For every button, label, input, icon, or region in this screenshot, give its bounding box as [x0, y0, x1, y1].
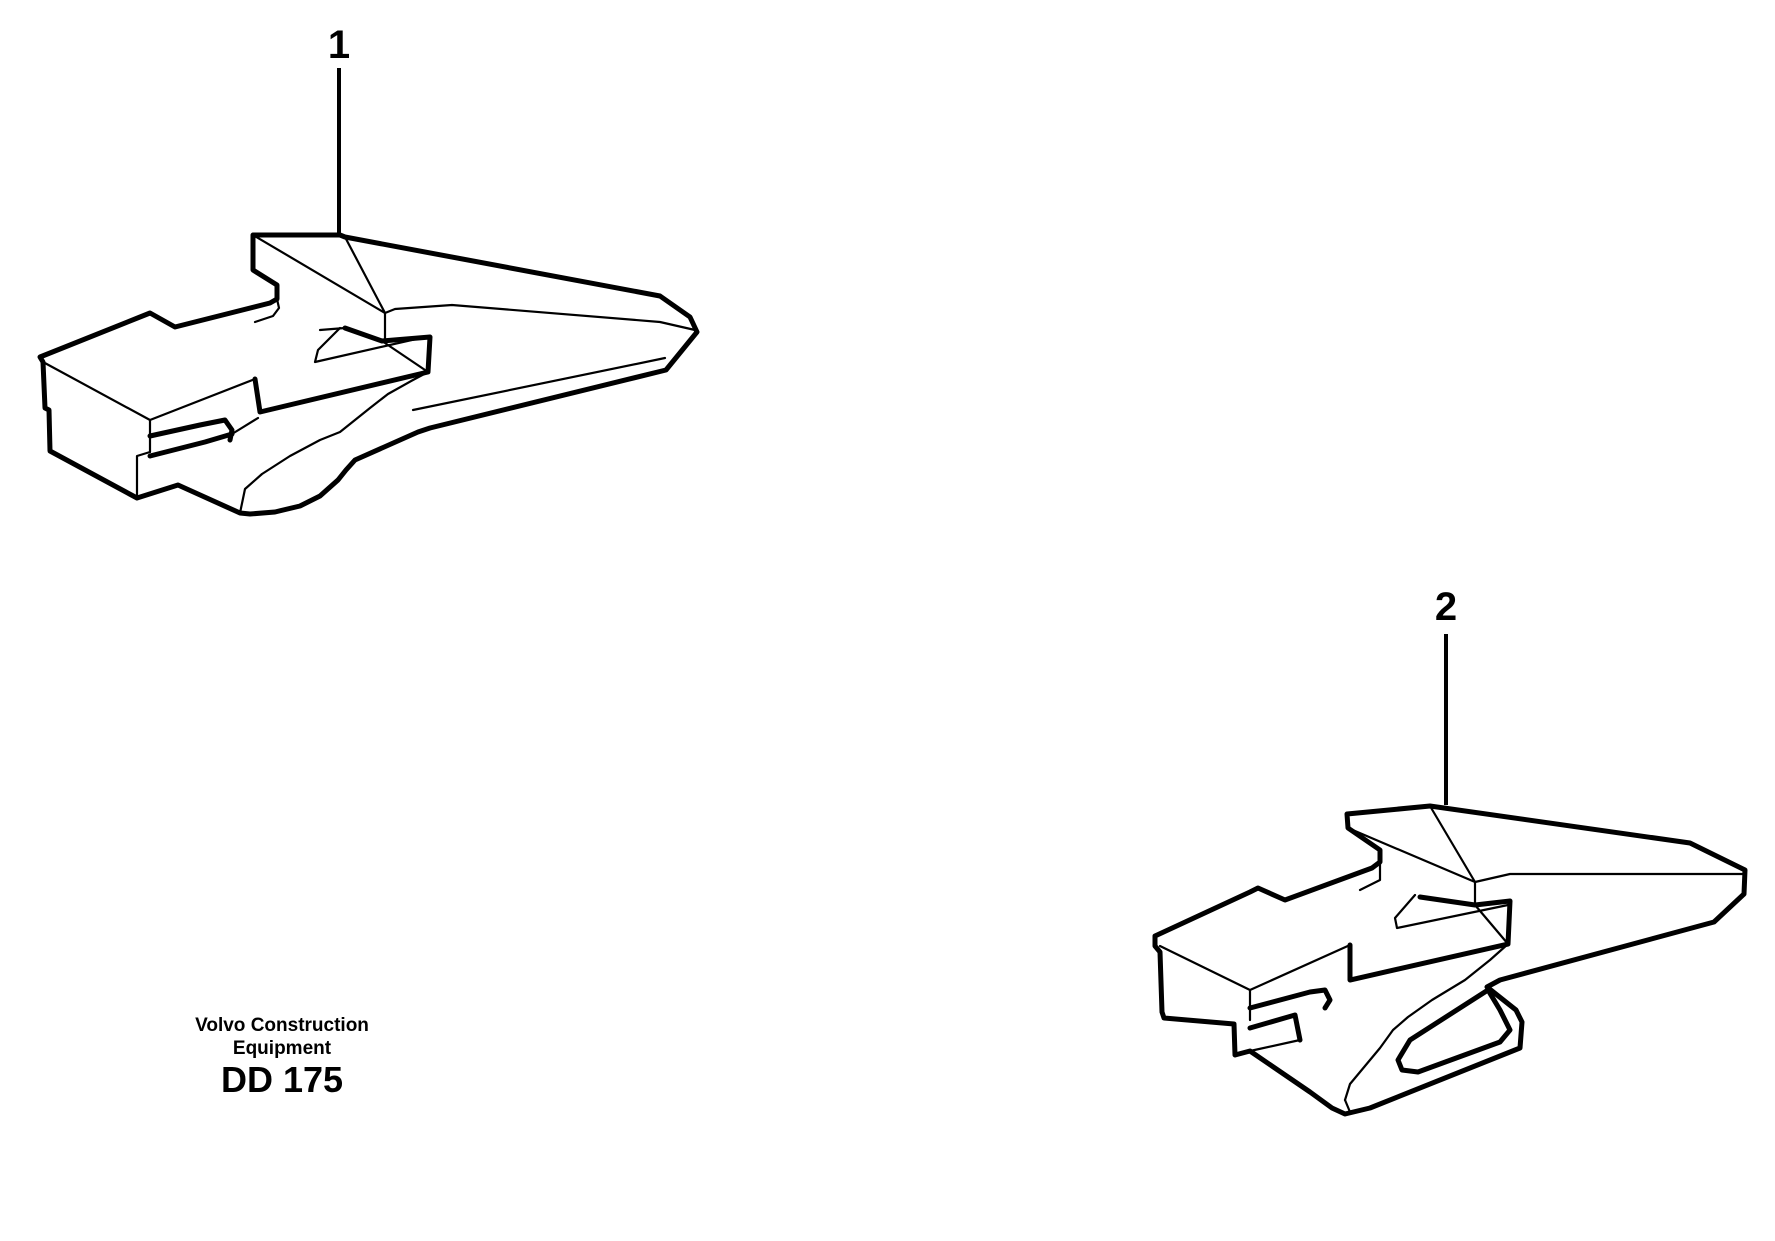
bucket-tooth-adapter-icon [1152, 803, 1748, 1117]
part-1: 1 [37, 23, 700, 517]
drawing-code: DD 175 [221, 1059, 343, 1100]
bucket-tooth-adapter-icon [37, 232, 700, 517]
caption-block: Volvo Construction Equipment DD 175 [195, 1015, 369, 1100]
caption-company-2: Equipment [233, 1038, 332, 1059]
part-2: 2 [1152, 585, 1748, 1117]
callout-2-label: 2 [1435, 585, 1457, 629]
caption-company: Volvo Construction [195, 1015, 369, 1036]
callout-1-label: 1 [328, 23, 350, 67]
